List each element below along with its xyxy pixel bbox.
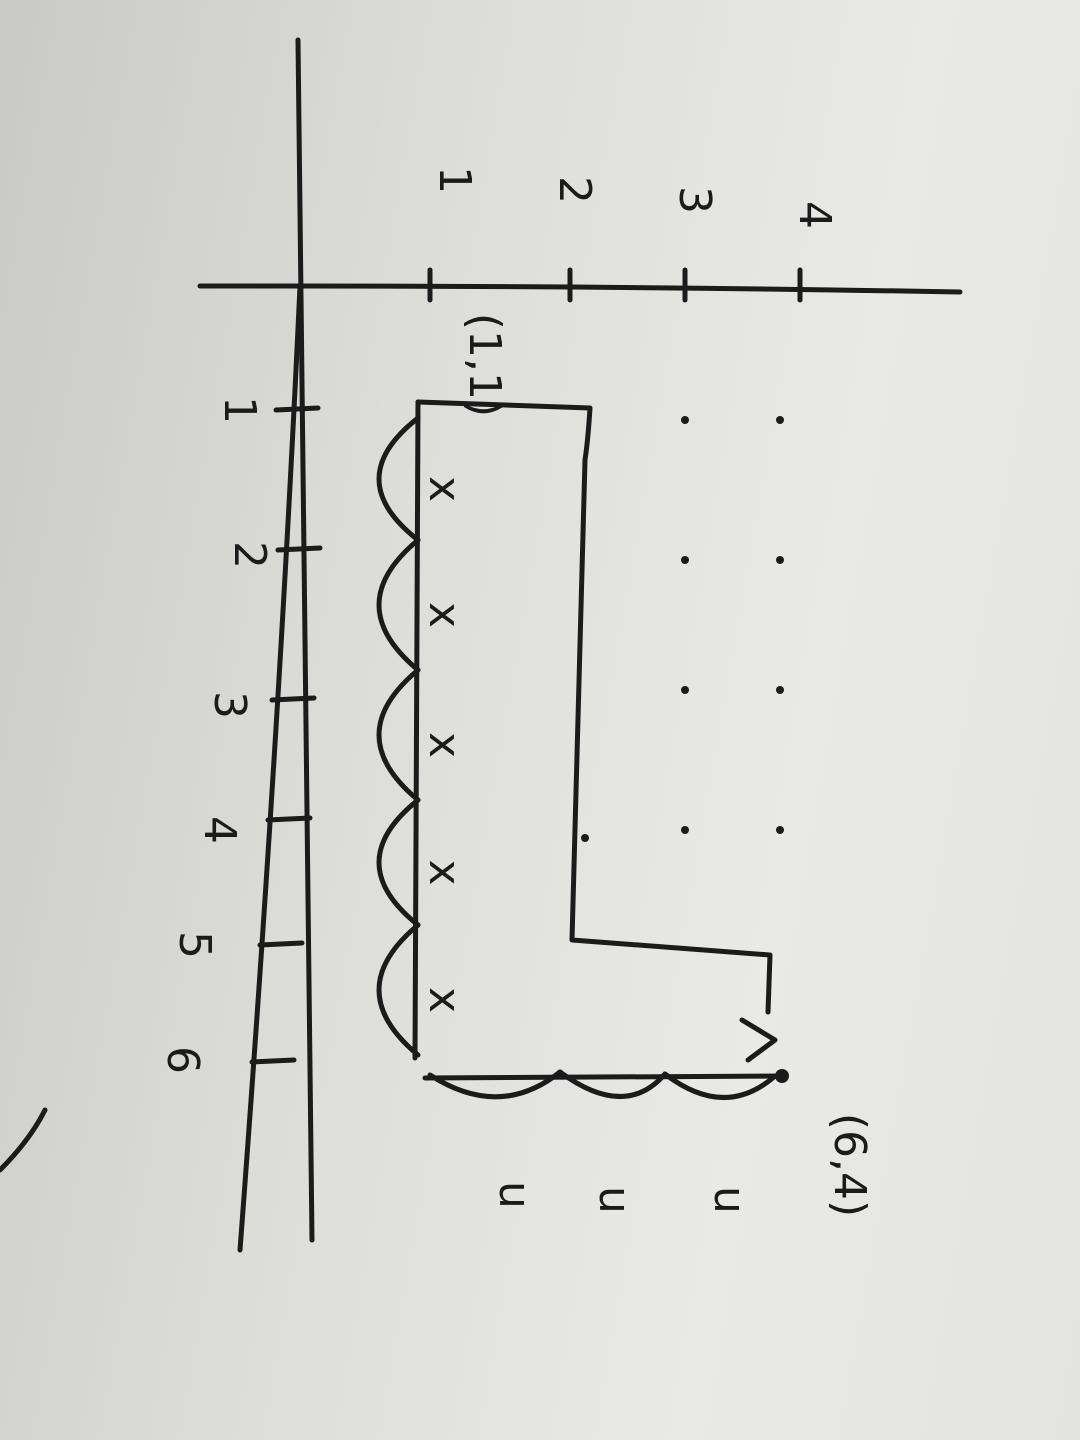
x-axis: [297, 283, 963, 295]
x-tick-2: [275, 545, 323, 553]
end-point-dot: [775, 1069, 789, 1083]
lower-axis-line: [237, 283, 303, 1253]
y-tick-label-2: 2: [549, 176, 600, 204]
step-mark-u-1: u: [489, 1181, 540, 1209]
stray-pen-mark: [0, 1107, 48, 1173]
step-mark-x-2-text: x: [419, 602, 470, 628]
x-tick-label-5: 5: [169, 931, 220, 959]
x-tick-6: [249, 1057, 297, 1065]
x-tick-4: [265, 815, 313, 823]
x-tick-3: [269, 695, 317, 703]
x-axis-ticks: [249, 405, 323, 1065]
step-mark-x-2: x: [419, 602, 470, 628]
end-point-label: (6,4): [824, 1113, 875, 1217]
lattice-dot-1-4: [681, 826, 689, 834]
lattice-dot-2-2: [776, 556, 784, 564]
step-arc-x-2: [376, 537, 421, 673]
lattice-dots: [581, 416, 784, 842]
lattice-dot-2-3: [776, 686, 784, 694]
step-mark-u-3: u: [704, 1186, 755, 1214]
step-mark-x-3: x: [419, 732, 470, 758]
step-mark-u-2: u: [589, 1186, 640, 1214]
step-mark-x-1-text: x: [419, 476, 470, 502]
step-mark-x-3-text: x: [419, 732, 470, 758]
step-arc-u-1: [427, 1069, 563, 1100]
path-bottom-edge: [412, 399, 421, 1061]
step-arc-u-2: [557, 1069, 668, 1099]
step-mark-x-5-text: x: [419, 987, 470, 1013]
lattice-dot-1-3: [681, 686, 689, 694]
x-tick-label-1: 1: [214, 396, 265, 424]
lattice-dot-1-2: [681, 556, 689, 564]
x-tick-5: [257, 940, 305, 948]
step-mark-x-1: x: [419, 476, 470, 502]
step-arcs-x: [376, 415, 421, 1058]
l-shaped-region-outline: [415, 399, 773, 1015]
y-tick-label-4: 4: [789, 201, 840, 229]
path-vertical-edge: [422, 1073, 783, 1081]
lattice-dot-2-1: [776, 416, 784, 424]
step-mark-x-4-text: x: [419, 859, 470, 885]
x-tick-label-6: 6: [157, 1046, 208, 1074]
step-arc-x-5: [376, 922, 421, 1058]
x-tick-label-2: 2: [224, 541, 275, 569]
x-tick-label-4: 4: [194, 816, 245, 844]
step-arc-x-1: [376, 415, 421, 543]
y-axis: [295, 37, 315, 1243]
x-tick-label-3: 3: [204, 691, 255, 719]
step-arc-x-3: [376, 667, 421, 803]
step-marks-x: x x x x x: [419, 476, 470, 1013]
step-mark-x-5: x: [419, 987, 470, 1013]
step-arc-x-4: [376, 797, 421, 928]
y-tick-label-1: 1: [429, 166, 480, 194]
step-mark-x-4: x: [419, 859, 470, 885]
lattice-dot-inner: [581, 834, 589, 842]
x-tick-1: [273, 405, 321, 413]
arrow-head: [739, 1017, 778, 1063]
y-axis-ticks: [427, 267, 803, 303]
lattice-dot-2-4: [776, 826, 784, 834]
lattice-dot-1-1: [681, 416, 689, 424]
start-point-label: (1,1): [459, 313, 510, 417]
y-tick-label-3: 3: [669, 186, 720, 214]
step-arc-u-3: [662, 1071, 778, 1100]
